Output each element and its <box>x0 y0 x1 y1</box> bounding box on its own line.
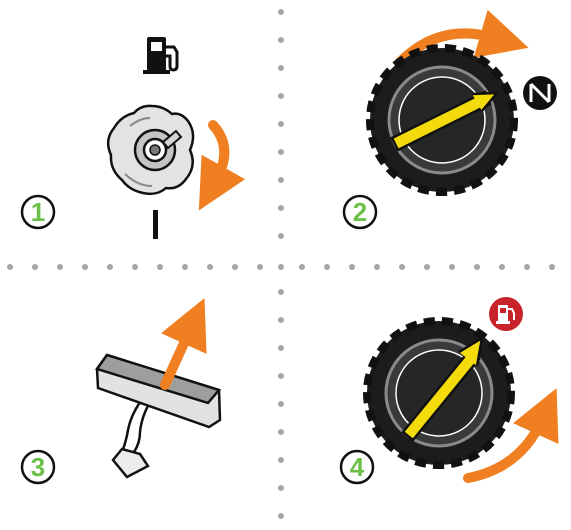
step-3-panel: 3 <box>22 330 220 483</box>
rotate-clockwise-arrow <box>213 125 224 180</box>
step-3-number: 3 <box>31 452 45 482</box>
position-mark <box>153 210 158 239</box>
step-4-badge: 4 <box>341 451 373 483</box>
step-1-badge: 1 <box>22 196 54 228</box>
step-3-badge: 3 <box>22 451 54 483</box>
fuel-valve-knob <box>370 48 514 192</box>
step-1-panel: 1 <box>22 37 224 239</box>
off-symbol-icon <box>523 76 557 110</box>
step-4-panel: 4 <box>341 297 542 483</box>
step-2-number: 2 <box>353 197 367 227</box>
step-4-number: 4 <box>350 452 365 482</box>
fuel-lever <box>97 355 220 477</box>
fuel-pump-red-icon <box>489 297 523 331</box>
fuel-valve-knob <box>367 321 511 465</box>
step-2-panel: 2 <box>344 33 557 228</box>
horizontal-dotted-divider <box>7 264 555 270</box>
step-1-number: 1 <box>31 197 45 227</box>
fuel-cap-knob <box>108 106 193 194</box>
step-2-badge: 2 <box>344 196 376 228</box>
fuel-pump-icon <box>143 37 177 74</box>
